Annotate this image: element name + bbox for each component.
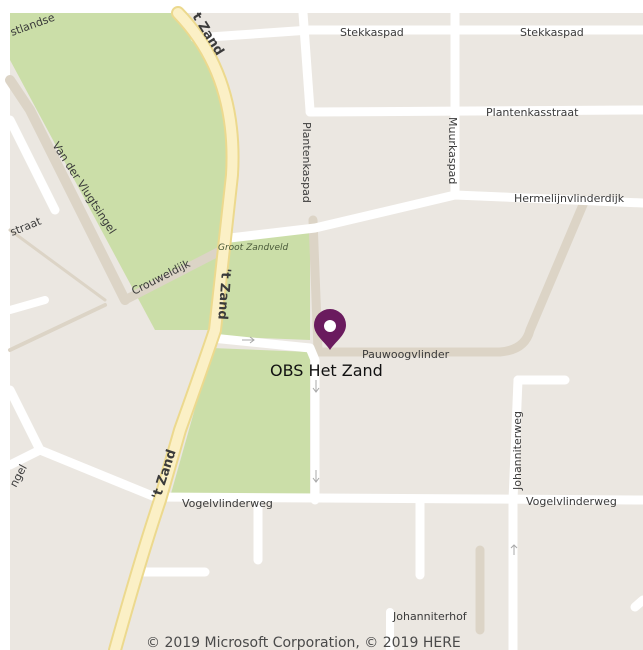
street-label-muurkaspad: Muurkaspad xyxy=(446,117,459,184)
main-road-t-zand xyxy=(110,8,238,650)
park-area-north xyxy=(10,13,231,330)
park-area-south xyxy=(170,348,310,497)
street-label-plantenkaspad: Plantenkaspad xyxy=(300,122,313,203)
street-label-vogelvlinderweg-2: Vogelvlinderweg xyxy=(526,495,617,508)
map-pin-icon[interactable] xyxy=(314,309,346,350)
one-way-arrows xyxy=(242,336,518,555)
map-attribution: © 2019 Microsoft Corporation, © 2019 HER… xyxy=(146,635,461,650)
park-area-groot-zandveld xyxy=(212,230,310,340)
street-label-pauwoogvlinder: Pauwoogvlinder xyxy=(362,348,450,361)
street-label-vogelvlinderweg-1: Vogelvlinderweg xyxy=(182,497,273,510)
street-label-stekkaspad-1: Stekkaspad xyxy=(340,26,404,39)
pin-label[interactable]: OBS Het Zand xyxy=(270,361,383,380)
park-label-groot-zandveld: Groot Zandveld xyxy=(218,243,289,253)
street-label-plantenkasstraat: Plantenkasstraat xyxy=(486,106,579,119)
street-label-johanniterhof: Johanniterhof xyxy=(392,610,468,623)
local-roads xyxy=(5,8,643,650)
street-label-hermelijnvlinderdijk: Hermelijnvlinderdijk xyxy=(514,192,625,205)
street-label-t-zand-mid: 't Zand xyxy=(214,268,233,320)
street-label-johanniterweg: Johanniterweg xyxy=(511,411,524,491)
street-label-stekkaspad-2: Stekkaspad xyxy=(520,26,584,39)
